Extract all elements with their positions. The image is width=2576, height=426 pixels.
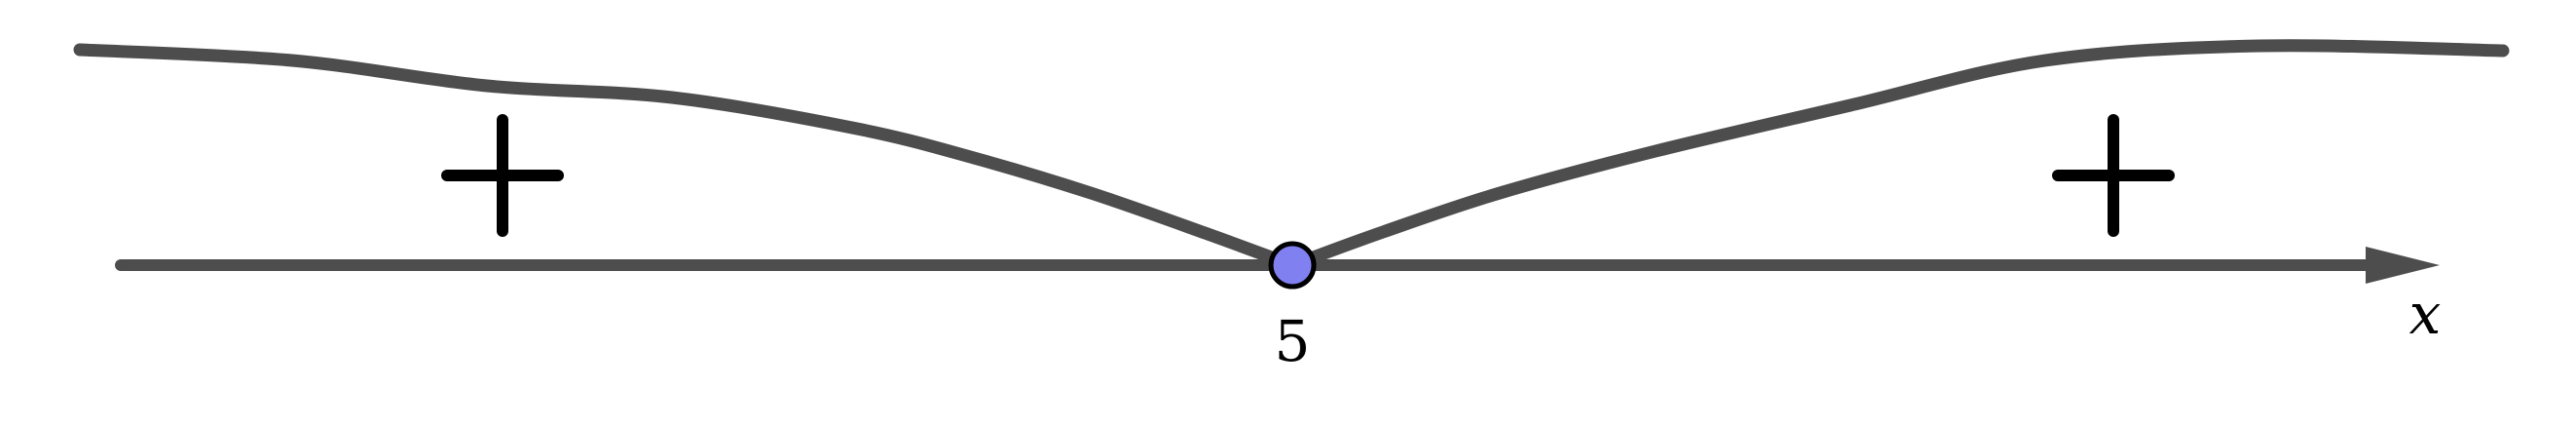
plus-sign-right	[2052, 114, 2175, 237]
x-axis-label: x	[2409, 281, 2442, 347]
plus-sign-left	[441, 114, 564, 237]
function-curve	[73, 39, 2510, 272]
x-axis-arrow-icon	[2366, 247, 2440, 284]
root-point-marker	[1268, 241, 1317, 290]
root-value-label: 5	[1275, 308, 1311, 374]
